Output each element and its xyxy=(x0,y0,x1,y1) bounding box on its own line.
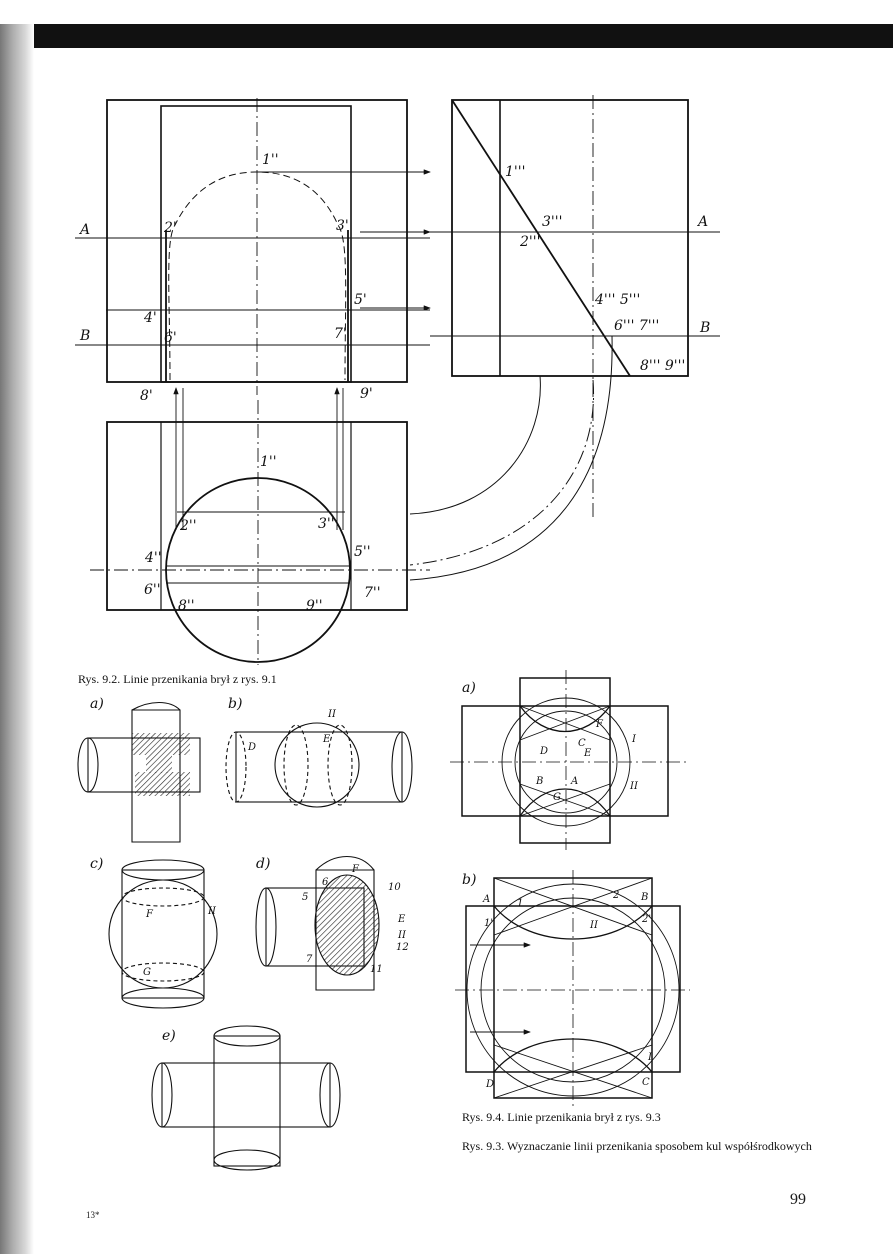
scan-book-spine xyxy=(0,24,34,1254)
figure-9-3 xyxy=(450,670,690,1106)
scan-top-bar xyxy=(0,24,893,48)
panel-label-e: e) xyxy=(162,1028,176,1044)
point-89-side: 8''' 9''' xyxy=(640,358,685,374)
label-3b-C: C xyxy=(642,1077,650,1088)
figure-9-2 xyxy=(75,95,720,665)
point-2-front: 2' xyxy=(163,220,177,236)
point-3-side: 3''' xyxy=(542,214,562,230)
label-3a-A: A xyxy=(570,776,578,787)
label-3b-1: 1 xyxy=(517,898,523,909)
point-2-top: 2'' xyxy=(179,518,197,534)
label-d-6: 6 xyxy=(322,877,329,888)
point-5-front: 5' xyxy=(354,292,367,308)
point-4-front: 4' xyxy=(143,310,157,326)
sketch-a xyxy=(77,701,201,843)
plane-label-b-right: B xyxy=(699,320,710,336)
panel-label-a: a) xyxy=(90,696,104,712)
point-1-front: 1'' xyxy=(262,152,279,168)
sketch-b xyxy=(225,722,413,808)
label-d-12: 12 xyxy=(396,942,409,953)
side-rect xyxy=(451,99,689,377)
point-45-side: 4''' 5''' xyxy=(594,292,640,308)
label-d-E: E xyxy=(397,914,406,925)
panel-label-b: b) xyxy=(228,696,242,712)
label-b-II: II xyxy=(327,709,337,720)
panel-label-3b: b) xyxy=(462,872,476,888)
label-3a-I: I xyxy=(631,734,637,745)
label-b-E: E xyxy=(322,734,331,745)
point-9-top: 9'' xyxy=(306,598,323,614)
point-9-front: 9' xyxy=(360,386,373,402)
panel-label-c: c) xyxy=(90,856,103,872)
label-3b-2-prime: 2' xyxy=(641,914,651,925)
label-3b-B: B xyxy=(640,892,648,903)
point-4-top: 4'' xyxy=(144,550,162,566)
point-2-side: 2''' xyxy=(519,234,540,250)
point-3-front: 3' xyxy=(336,218,349,234)
figure-9-3-labels: a) b) F D C E B A G I II A B C D 1 1' 2 … xyxy=(462,680,653,1090)
point-3-top: 3'' xyxy=(318,516,335,532)
label-c-F: F xyxy=(145,909,154,920)
point-7-front: 7' xyxy=(334,326,347,342)
plane-label-b-left: B xyxy=(79,328,90,344)
label-3b-1-prime: 1' xyxy=(484,918,493,929)
top-rect xyxy=(106,421,408,611)
sketch-d xyxy=(255,856,380,991)
panel-label-d: d) xyxy=(256,856,270,872)
page-number: 99 xyxy=(790,1191,806,1208)
label-3a-G: G xyxy=(553,792,561,803)
panel-label-3a: a) xyxy=(462,680,476,696)
label-d-7: 7 xyxy=(306,954,313,965)
label-3b-D: D xyxy=(485,1079,494,1090)
label-b-D: D xyxy=(247,742,256,753)
drawing-b xyxy=(455,870,690,1106)
label-3a-B: B xyxy=(535,776,543,787)
point-1-top: 1'' xyxy=(260,454,277,470)
plane-label-a-left: A xyxy=(78,222,90,238)
point-5-top: 5'' xyxy=(354,544,371,560)
point-1-side: 1''' xyxy=(505,164,525,180)
plane-label-a-right: A xyxy=(696,214,708,230)
point-8-front: 8' xyxy=(140,388,153,404)
point-8-top: 8'' xyxy=(178,598,195,614)
label-3b-2: 2 xyxy=(612,890,619,901)
label-d-10: 10 xyxy=(388,882,401,893)
label-3a-D: D xyxy=(539,746,548,757)
label-d-5: 5 xyxy=(302,892,308,903)
caption-fig-9-4: Rys. 9.4. Linie przenikania brył z rys. … xyxy=(462,1110,661,1124)
label-d-11: 11 xyxy=(370,964,383,975)
signature-mark: 13* xyxy=(86,1210,100,1220)
label-d-II: II xyxy=(397,930,407,941)
point-7-top: 7'' xyxy=(364,585,381,601)
label-3b-II: II xyxy=(589,920,599,931)
label-3a-C: C xyxy=(578,738,586,749)
label-3b-I: I xyxy=(647,1052,653,1063)
figure-9-4 xyxy=(77,701,413,1171)
front-inner-rect xyxy=(160,105,352,383)
point-67-side: 6''' 7''' xyxy=(614,318,659,334)
sketch-c xyxy=(108,859,218,1009)
point-6-front: 6' xyxy=(164,330,177,346)
sketch-e xyxy=(151,1025,341,1171)
figure-9-4-labels: a) b) c) d) e) II D E F G II F 5 6 7 10 … xyxy=(90,696,409,1044)
label-d-F: F xyxy=(351,864,360,875)
label-c-G: G xyxy=(143,967,151,978)
figure-9-2-labels: A B A B 1'' 2' 3' 4' 5' 6' 7' 8' 9' 1'''… xyxy=(78,152,710,614)
label-c-II: II xyxy=(207,906,217,917)
point-6-top: 6'' xyxy=(144,582,161,598)
label-3b-A: A xyxy=(482,894,490,905)
label-3a-E: E xyxy=(583,748,592,759)
caption-fig-9-2: Rys. 9.2. Linie przenikania brył z rys. … xyxy=(78,672,277,686)
label-3a-F: F xyxy=(595,719,604,730)
label-3a-II: II xyxy=(629,781,639,792)
drawing-a xyxy=(450,670,690,850)
caption-fig-9-3: Rys. 9.3. Wyznaczanie linii przenikania … xyxy=(462,1139,812,1153)
